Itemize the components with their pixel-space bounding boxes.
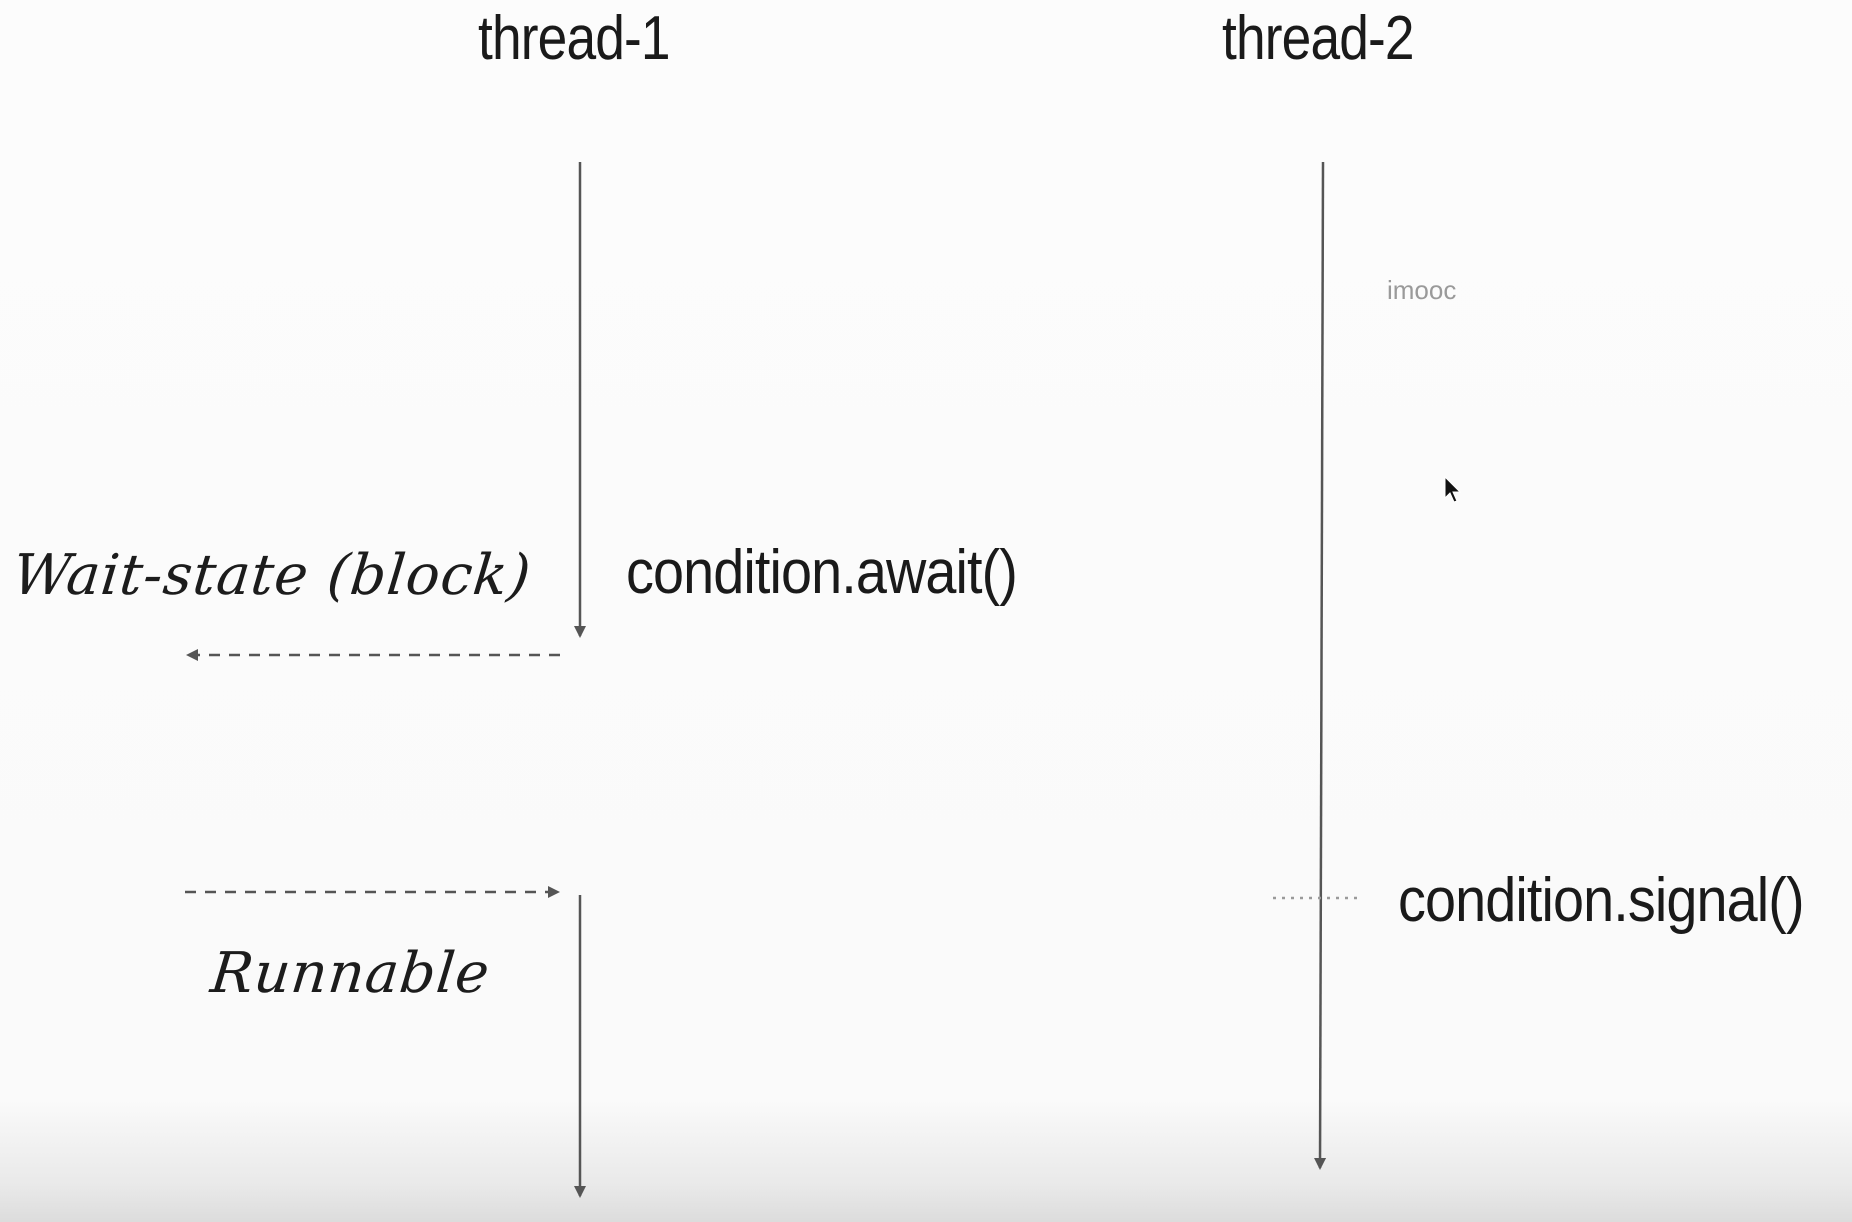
thread-2-timeline [1314,161,1327,1170]
thread-1-header: thread-1 [478,4,671,73]
signal-call-label: condition.signal() [1398,866,1805,935]
runnable-label: Runnable [207,941,494,1006]
mouse-cursor-icon [1444,476,1462,503]
wait-state-label: Wait-state (block) [9,543,535,608]
await-call-label: condition.await() [626,538,1018,607]
thread-2-header: thread-2 [1222,4,1415,73]
watermark: imooc [1387,275,1457,305]
